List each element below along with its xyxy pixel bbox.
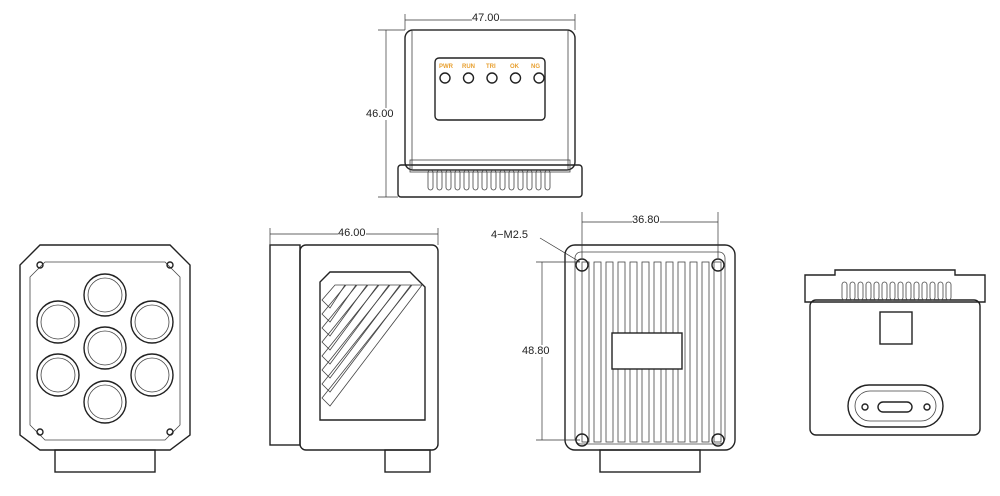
vent-slot [321, 284, 423, 407]
cooling-fin [689, 261, 698, 443]
indicator-led-icon [462, 72, 475, 84]
front-view [19, 244, 191, 473]
cooling-fin [945, 281, 952, 301]
cooling-fin [581, 261, 590, 443]
cooling-fin [436, 169, 443, 191]
dim-side-width: 46.00 [338, 227, 366, 239]
cooling-fin [921, 281, 928, 301]
top-view [378, 14, 583, 198]
cooling-fin [544, 169, 551, 191]
cooling-fin [481, 169, 488, 191]
indicator-label: PWR [439, 64, 453, 70]
vent-slot [321, 284, 390, 365]
dim-top-width: 47.00 [472, 12, 500, 24]
indicator-led-icon [533, 72, 545, 84]
cooling-fin [593, 261, 602, 443]
vent-slot [321, 284, 368, 337]
cooling-fin [857, 281, 864, 301]
cooling-fin [881, 281, 888, 301]
cooling-fin [849, 281, 856, 301]
cooling-fin [445, 169, 452, 191]
dim-hole-spacing: 36.80 [632, 214, 660, 226]
cooling-fin [873, 281, 880, 301]
cooling-fin [508, 169, 515, 191]
side-view [269, 228, 439, 473]
indicator-led-icon [509, 72, 522, 84]
cooling-fin [463, 169, 470, 191]
back-view [536, 212, 736, 473]
cooling-fin [526, 169, 533, 191]
cooling-fin [427, 169, 434, 191]
vent-slot [321, 284, 379, 351]
cooling-fin [517, 169, 524, 191]
cooling-fin [929, 281, 936, 301]
cooling-fin [865, 281, 872, 301]
cooling-fin [841, 281, 848, 301]
indicator-led-icon [439, 72, 451, 84]
cooling-fin [897, 281, 904, 301]
mount-hole-callout: 4−M2.5 [491, 229, 528, 241]
dim-top-height: 46.00 [366, 108, 394, 120]
dim-back-height: 48.80 [522, 345, 550, 357]
cooling-fin [499, 169, 506, 191]
indicator-label: NG [531, 64, 540, 70]
cooling-fin [454, 169, 461, 191]
indicator-led-icon [486, 72, 498, 84]
cooling-fin [535, 169, 542, 191]
right-view [804, 269, 986, 436]
cooling-fin [913, 281, 920, 301]
cooling-fin [490, 169, 497, 191]
cooling-fin [713, 261, 722, 443]
indicator-label: TRI [486, 64, 496, 70]
cooling-fin [937, 281, 944, 301]
vent-slot [321, 284, 346, 309]
cooling-fin [905, 281, 912, 301]
vent-slot [321, 284, 412, 393]
indicator-label: RUN [462, 64, 475, 70]
indicator-label: OK [510, 64, 519, 70]
cooling-fin [701, 261, 710, 443]
vent-slot [321, 284, 357, 323]
cooling-fin [889, 281, 896, 301]
vent-slot [321, 284, 401, 379]
cooling-fin [472, 169, 479, 191]
